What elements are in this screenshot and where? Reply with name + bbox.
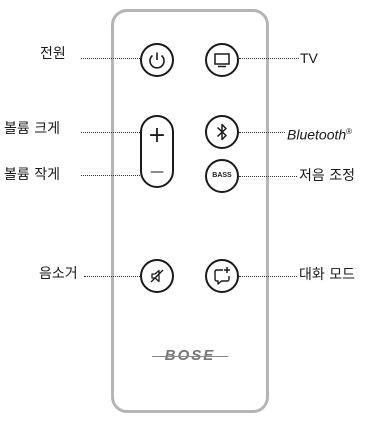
bass-button-text: BASS bbox=[212, 172, 232, 179]
bluetooth-label-text: Bluetooth bbox=[287, 126, 347, 143]
dialogue-mode-leader-line bbox=[239, 276, 297, 277]
bose-logo: BOSE bbox=[140, 347, 240, 365]
volume-up-leader-line bbox=[81, 132, 140, 133]
power-button[interactable] bbox=[140, 43, 174, 77]
mute-leader-line bbox=[84, 276, 140, 277]
volume-down-leader-line bbox=[81, 175, 140, 176]
bluetooth-label: Bluetooth® bbox=[287, 123, 352, 144]
dialogue-mode-icon bbox=[214, 267, 230, 285]
power-label: 전원 bbox=[40, 46, 66, 62]
mute-icon bbox=[150, 269, 164, 283]
bluetooth-icon bbox=[216, 123, 227, 141]
tv-label: TV bbox=[300, 50, 318, 66]
tv-leader-line bbox=[239, 58, 299, 59]
power-leader-line bbox=[81, 58, 140, 59]
volume-up-button[interactable]: + bbox=[147, 123, 167, 148]
tv-icon bbox=[214, 53, 230, 68]
mute-label: 음소거 bbox=[39, 266, 78, 282]
power-icon bbox=[149, 52, 165, 69]
bose-logo-underline bbox=[152, 356, 228, 357]
bluetooth-button[interactable] bbox=[205, 115, 239, 149]
bass-label: 저음 조정 bbox=[299, 168, 355, 184]
dialogue-mode-label: 대화 모드 bbox=[299, 267, 355, 283]
bass-leader-line bbox=[239, 176, 297, 177]
volume-down-button[interactable]: — bbox=[150, 164, 164, 180]
tv-button[interactable] bbox=[205, 43, 239, 77]
volume-up-label: 볼륨 크게 bbox=[4, 121, 60, 137]
bass-button[interactable]: BASS bbox=[205, 159, 239, 193]
mute-button[interactable] bbox=[140, 259, 174, 293]
registered-mark: ® bbox=[346, 127, 353, 136]
volume-down-label: 볼륨 작게 bbox=[4, 167, 60, 183]
remote-body bbox=[111, 9, 269, 413]
volume-rocker: + — bbox=[140, 115, 174, 188]
bluetooth-leader-line bbox=[239, 132, 285, 133]
dialogue-mode-button[interactable] bbox=[205, 259, 239, 293]
bose-logo-text: BOSE bbox=[164, 347, 216, 364]
